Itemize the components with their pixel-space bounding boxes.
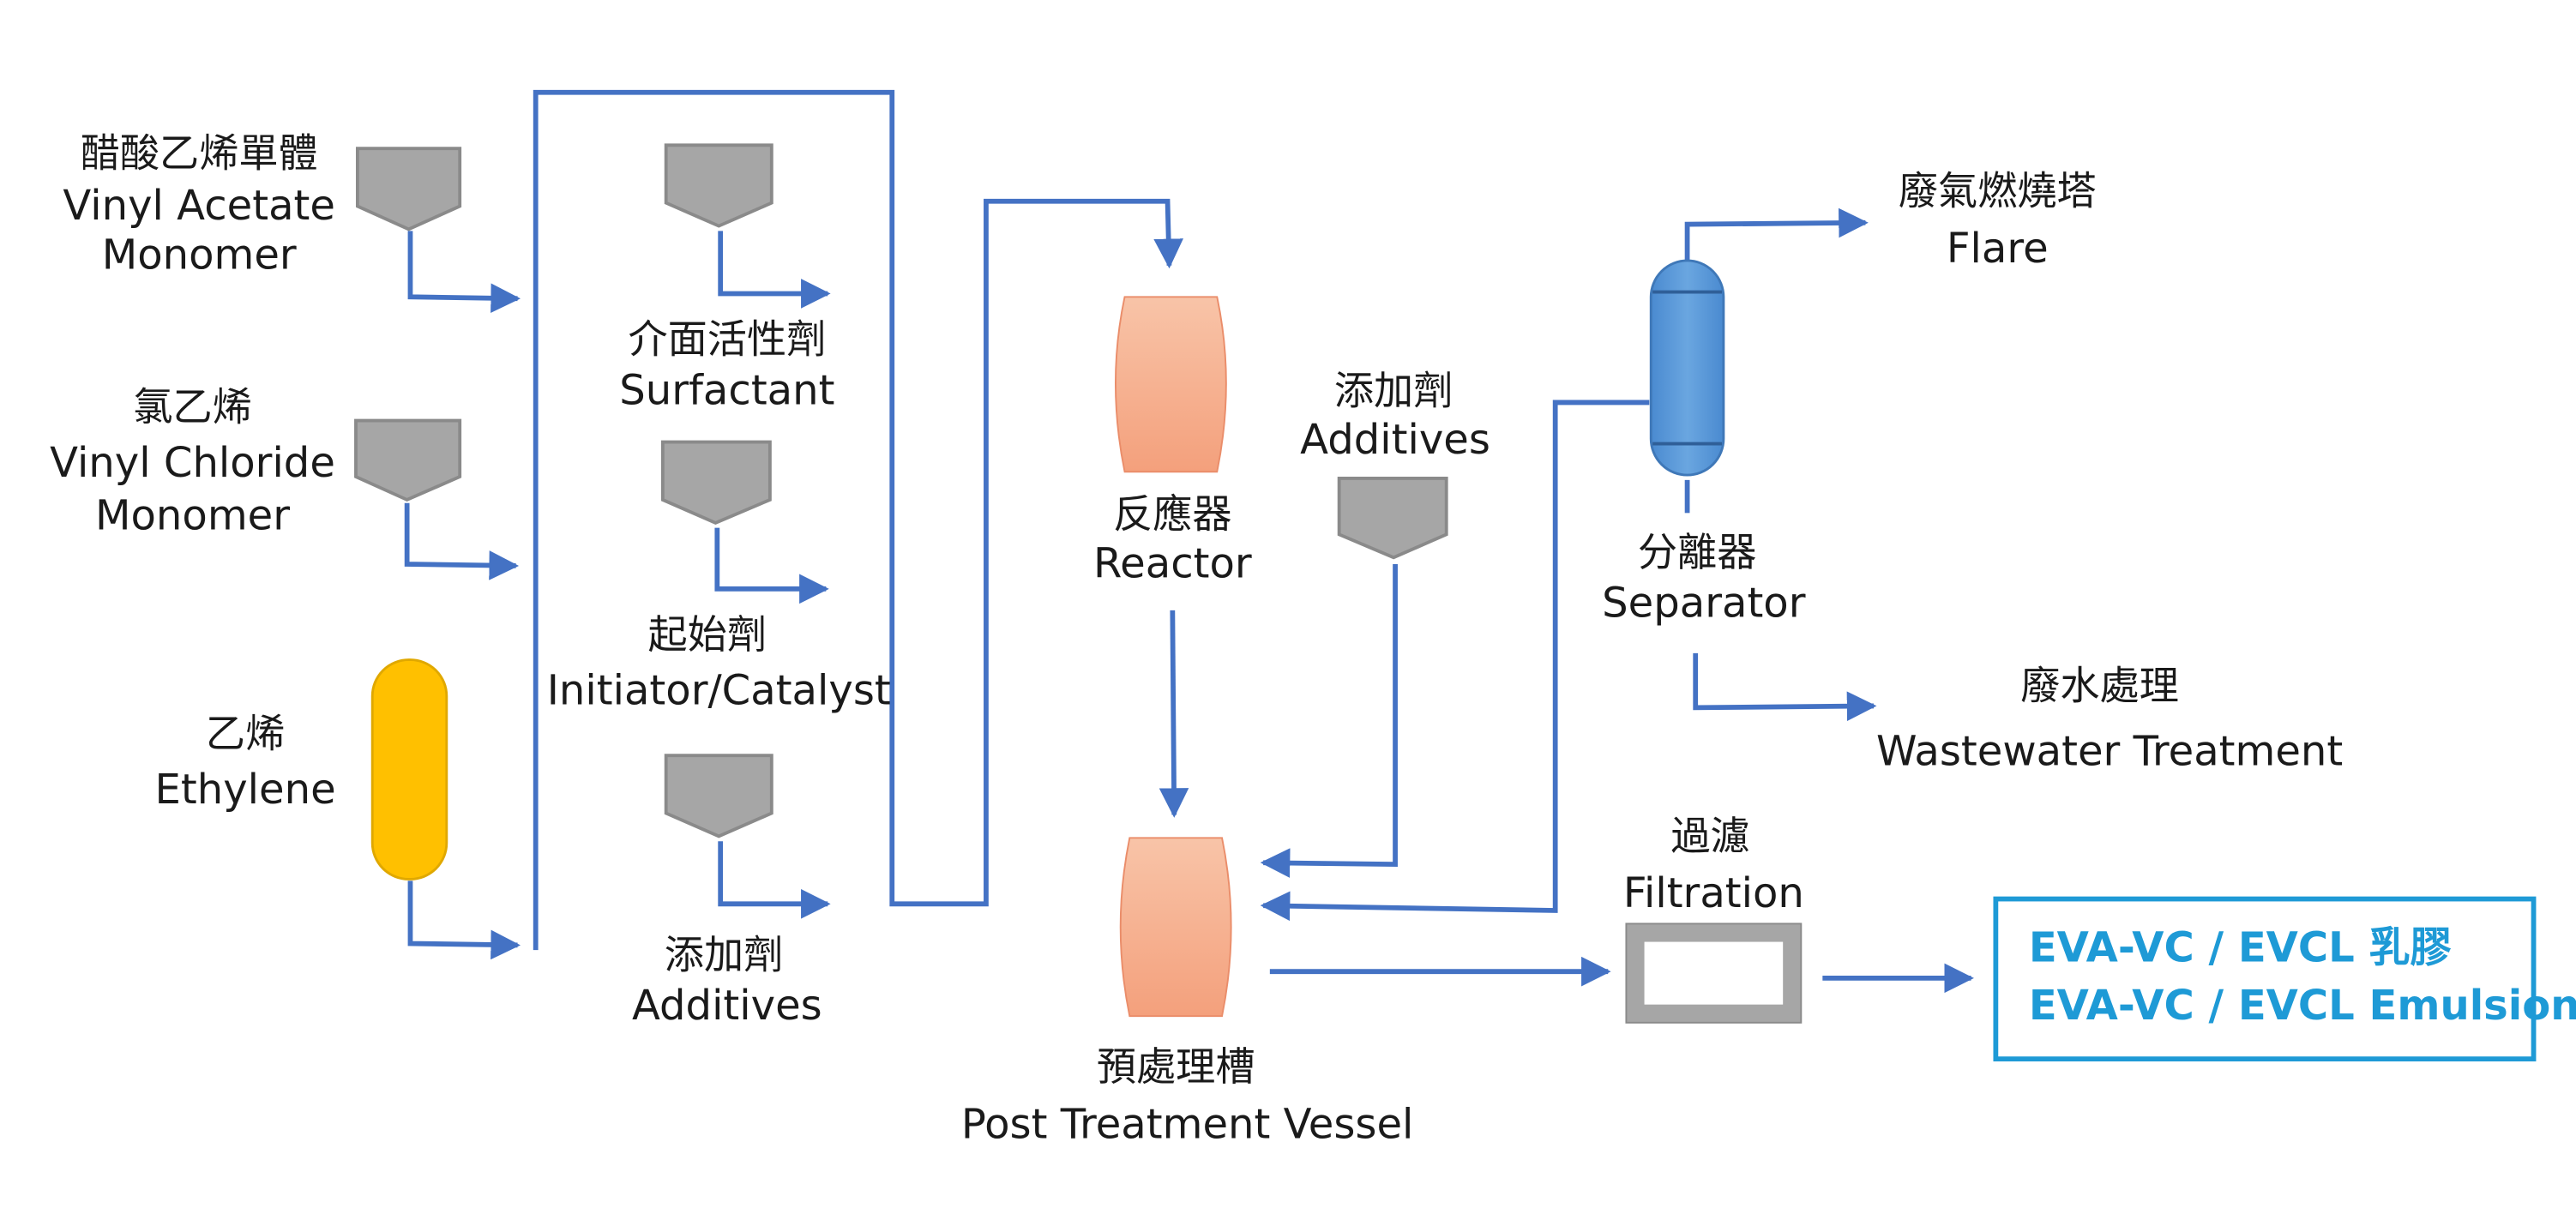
wastewater-label-cn: 廢水處理 bbox=[2020, 663, 2179, 709]
flare-label-en: Flare bbox=[1947, 225, 2049, 273]
flow-separator-to-post bbox=[1260, 400, 1650, 922]
separator-label-cn: 分離器 bbox=[1638, 529, 1756, 575]
flow-surfactant-to-header bbox=[718, 231, 831, 309]
flow-vam-to-header bbox=[407, 231, 521, 314]
flow-vcm-to-header bbox=[404, 502, 520, 580]
initiator-hopper bbox=[660, 440, 772, 525]
flow-reactor-to-post bbox=[1159, 610, 1189, 818]
initiator-label-en: Initiator/Catalyst bbox=[547, 667, 891, 715]
flow-lines bbox=[404, 89, 1974, 994]
flow-initiator-to-header bbox=[714, 527, 829, 604]
surfactant-hopper bbox=[664, 143, 773, 228]
separator-column bbox=[1649, 259, 1725, 477]
vcm-hopper bbox=[354, 418, 462, 502]
additives2-hopper bbox=[1337, 477, 1448, 560]
filtration-label-cn: 過濾 bbox=[1670, 813, 1749, 859]
reactor-label-cn: 反應器 bbox=[1113, 491, 1231, 538]
product-box bbox=[1993, 896, 2537, 1062]
post-treatment-vessel bbox=[1119, 837, 1232, 1018]
vam-hopper bbox=[355, 147, 462, 231]
reactor-vessel bbox=[1115, 296, 1227, 473]
vcm-label-cn: 氯乙烯 bbox=[133, 384, 251, 430]
flow-additives2-to-post bbox=[1260, 563, 1398, 878]
ethylene-label-cn: 乙烯 bbox=[206, 711, 285, 757]
labels: 醋酸乙烯單體 Vinyl Acetate Monomer 氯乙烯 Vinyl C… bbox=[50, 129, 2576, 1148]
wastewater-label-en: Wastewater Treatment bbox=[1876, 728, 2343, 776]
product-label-line1: EVA-VC / EVCL 乳膠 bbox=[2029, 924, 2452, 972]
ethylene-label-en: Ethylene bbox=[155, 766, 336, 814]
separator-label-en: Separator bbox=[1602, 580, 1806, 628]
flow-additives1-to-header bbox=[718, 841, 831, 919]
surfactant-label-cn: 介面活性劑 bbox=[628, 316, 826, 363]
reactor-label-en: Reactor bbox=[1093, 539, 1252, 587]
additives2-label-en: Additives bbox=[1300, 416, 1490, 464]
additives1-label-cn: 添加劑 bbox=[665, 931, 783, 977]
flow-main-header bbox=[533, 89, 1183, 951]
surfactant-label-en: Surfactant bbox=[619, 366, 834, 414]
flow-separator-to-wastewater bbox=[1693, 652, 1877, 722]
additives1-label-en: Additives bbox=[632, 982, 822, 1030]
flare-label-cn: 廢氣燃燒塔 bbox=[1899, 168, 2097, 214]
filtration-label-en: Filtration bbox=[1623, 869, 1804, 917]
flow-ethylene-to-header bbox=[407, 880, 521, 960]
vam-label-en1: Vinyl Acetate bbox=[63, 182, 335, 230]
product-label-line2: EVA-VC / EVCL Emulsion bbox=[2029, 982, 2576, 1030]
additives2-label-cn: 添加劑 bbox=[1334, 367, 1453, 413]
post-label-en: Post Treatment Vessel bbox=[961, 1101, 1414, 1149]
vam-label-en2: Monomer bbox=[102, 231, 297, 279]
additives1-hopper bbox=[664, 754, 773, 838]
post-label-cn: 預處理槽 bbox=[1097, 1043, 1255, 1090]
flow-separator-to-flare bbox=[1684, 207, 1869, 261]
filtration-inner bbox=[1644, 941, 1784, 1005]
vam-label-cn: 醋酸乙烯單體 bbox=[81, 129, 318, 176]
vcm-label-en1: Vinyl Chloride bbox=[50, 439, 335, 487]
initiator-label-cn: 起始劑 bbox=[648, 611, 767, 658]
equipment bbox=[354, 143, 2537, 1062]
vcm-label-en2: Monomer bbox=[95, 492, 290, 540]
ethylene-tank bbox=[370, 658, 448, 880]
